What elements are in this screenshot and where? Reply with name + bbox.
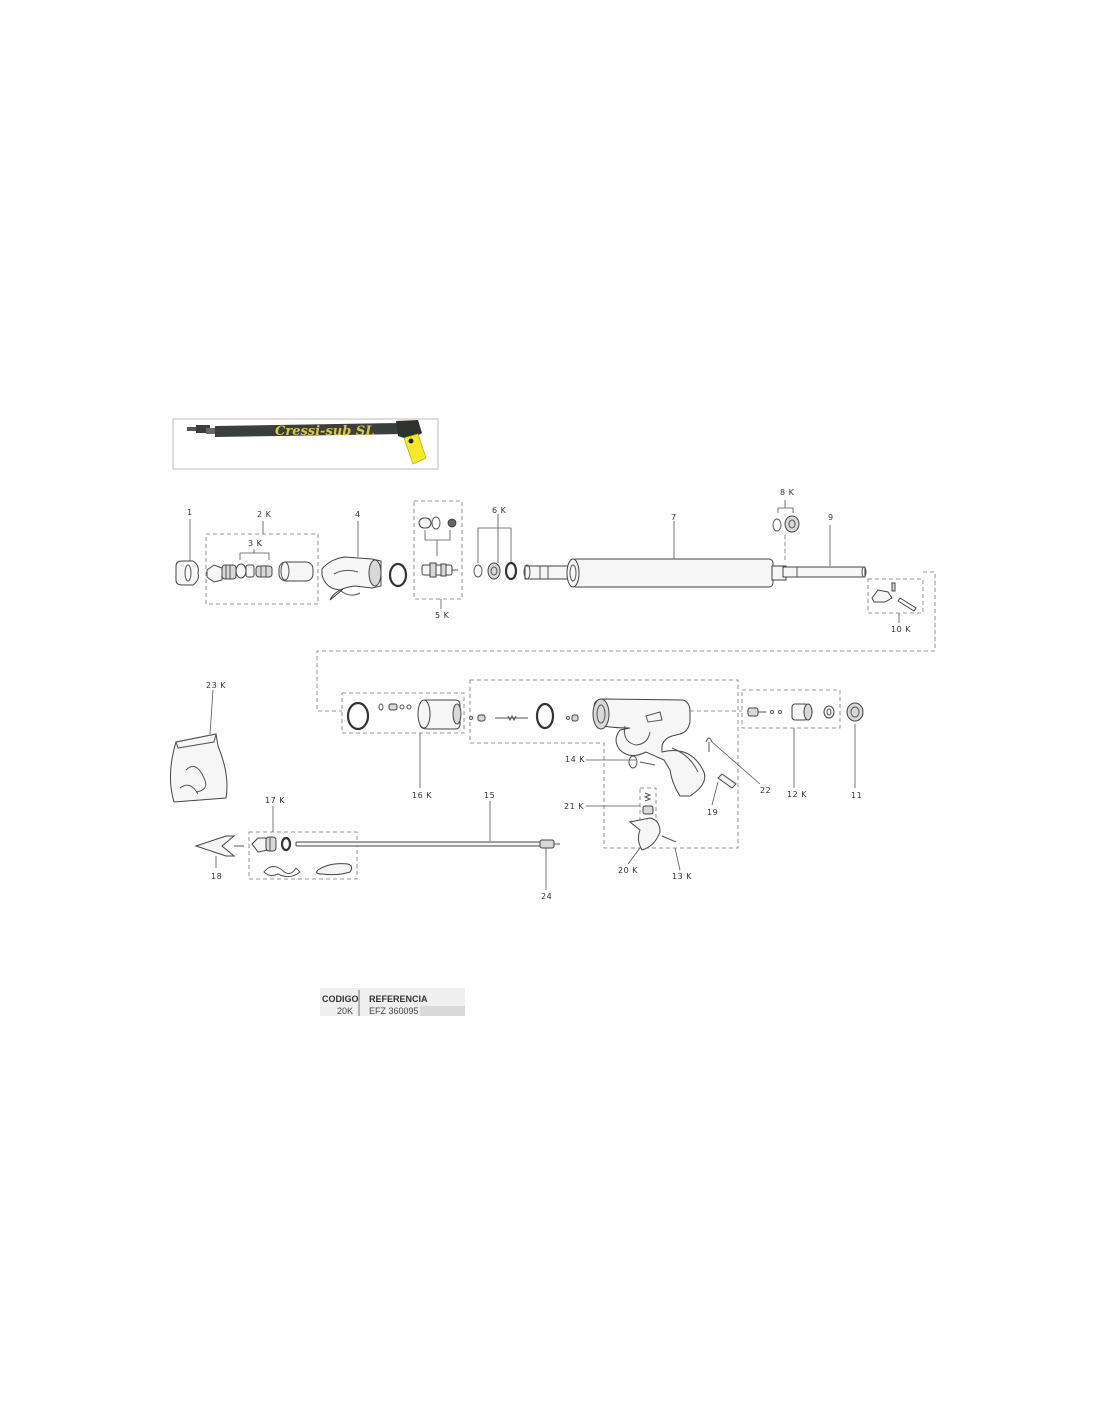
group-2k-box [205, 533, 319, 605]
part-8k [772, 515, 800, 533]
brand-logo-text: Cressi-sub SL [275, 424, 374, 439]
part-3k [206, 563, 273, 583]
label-20k: 20 K [618, 866, 638, 875]
label-6k: 6 K [492, 506, 507, 515]
reference-table: CODIGO REFERENCIA 20K EFZ 360095 [320, 988, 465, 1016]
part-1 [175, 560, 199, 586]
label-17k: 17 K [265, 796, 285, 805]
trigger-mechanism [495, 702, 579, 730]
part-9 [782, 566, 867, 578]
o-ring-4 [388, 562, 408, 588]
group-12k-box [741, 689, 841, 729]
part-16k [346, 699, 462, 731]
speargun-image [187, 420, 427, 465]
label-1: 1 [187, 508, 193, 517]
part-14k [628, 755, 656, 769]
part-22 [705, 737, 713, 752]
part-5k [418, 516, 458, 578]
part-11 [846, 702, 864, 722]
label-4: 4 [355, 510, 361, 519]
table-cell-codigo: 20K [337, 1006, 353, 1016]
label-9: 9 [828, 513, 834, 522]
part-23k-bag [170, 733, 228, 803]
label-11: 11 [851, 791, 862, 800]
label-8k: 8 K [780, 488, 795, 497]
group-5k-box [413, 500, 463, 600]
label-15: 15 [484, 791, 495, 800]
table-header-codigo: CODIGO [322, 994, 359, 1004]
label-16k: 16 K [412, 791, 432, 800]
label-3k: 3 K [248, 539, 263, 548]
label-5k: 5 K [435, 611, 450, 620]
part-12k [747, 703, 835, 721]
part-20k [628, 817, 677, 851]
label-10k: 10 K [891, 625, 911, 634]
part-17k [251, 836, 353, 878]
label-2k: 2 K [257, 510, 272, 519]
part-15 [295, 839, 560, 849]
group-10k-box [867, 578, 924, 614]
part-4 [321, 556, 382, 601]
part-19 [717, 773, 737, 789]
product-photo: Cressi-sub SL [172, 418, 439, 470]
part-21k [639, 787, 657, 821]
part-6k [473, 561, 518, 581]
part-13k-handle [592, 698, 706, 797]
part-2k [278, 561, 314, 582]
label-23k: 23 K [206, 681, 226, 690]
label-24: 24 [541, 892, 552, 901]
label-19: 19 [707, 808, 718, 817]
label-7: 7 [671, 513, 677, 522]
table-cell-referencia: EFZ 360095 [369, 1006, 419, 1016]
part-18 [194, 835, 244, 857]
group-16k-box [341, 692, 465, 734]
label-12k: 12 K [787, 790, 807, 799]
part-7 [523, 558, 787, 588]
label-22: 22 [760, 786, 771, 795]
part-10k [871, 582, 917, 612]
label-13k: 13 K [672, 872, 692, 881]
label-21k: 21 K [564, 802, 584, 811]
table-header-referencia: REFERENCIA [369, 994, 428, 1004]
label-18: 18 [211, 872, 222, 881]
label-14k: 14 K [565, 755, 585, 764]
